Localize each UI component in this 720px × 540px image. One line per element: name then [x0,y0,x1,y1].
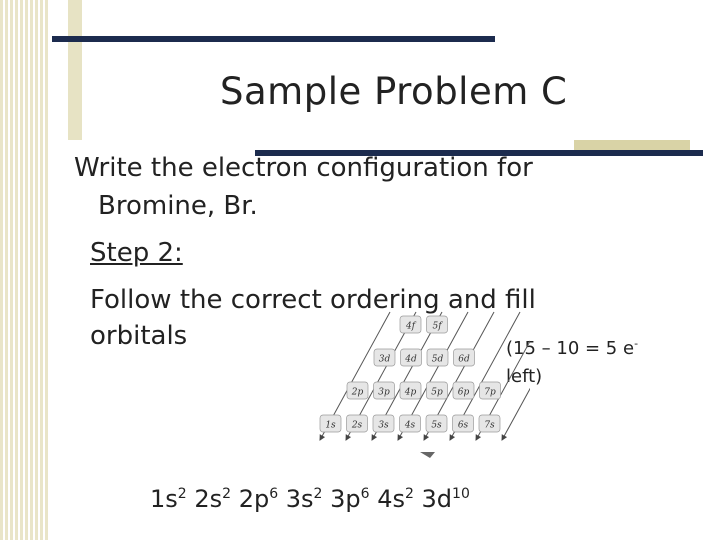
orbital-cell: 5f [426,315,448,334]
orbital-label: 3d [379,355,391,365]
orbital-label: 5s [431,421,442,431]
orbital-cell: 5s [425,414,448,433]
orbital-label: 6d [458,355,470,365]
orbital-label: 4d [404,355,417,365]
orbital-label: 2p [351,388,364,398]
note-text: (15 – 10 = 5 e [506,338,635,359]
orbital-cell: 6d [453,348,475,367]
orbital-cell: 4s [399,414,421,433]
note-text: left) [506,366,543,387]
orbital-label: 3d [421,485,453,513]
orbital-label: 5f [432,322,443,332]
orbital-label: 7p [484,388,496,398]
instruction-line-1: Follow the correct ordering and fill [90,285,536,315]
note-superscript: - [634,337,639,350]
orbital-cell: 5d [426,348,449,367]
orbital-label: 3p [378,388,390,398]
orbital-label: 4s [377,485,405,513]
orbital-label: 2s [351,421,363,431]
orbital-cell: 3d [373,348,396,367]
orbital-cell: 7p [479,381,501,400]
decorative-stripe-panel [0,0,50,540]
configuration-term: 2s2 [194,485,231,513]
slide-title: Sample Problem C [220,70,568,113]
configuration-term: 3s2 [286,485,323,513]
orbital-cell: 7s [478,414,501,433]
configuration-term: 3d10 [422,485,470,513]
orbital-label: 2p [238,485,270,513]
decorative-bar [52,36,495,42]
decorative-bar [255,150,703,156]
orbital-cell: 6p [452,381,475,400]
electron-count: 2 [404,486,414,502]
orbital-label: 3p [330,485,361,513]
prompt-line-2: Bromine, Br. [98,191,258,221]
electron-count: 2 [313,486,323,502]
orbital-label: 4p [404,388,417,398]
orbital-label: 1s [150,485,178,513]
orbital-label: 3s [285,485,314,513]
orbital-cell: 6s [452,414,474,433]
orbital-label: 6s [458,421,469,431]
orbital-cells: 4f 5f 3d 4d 5d 6d 2p 3p 4p 5p 6p 7p 1s 2s 3s 4s 5s 6s 7s [319,315,501,433]
electron-count: 10 [452,486,470,502]
configuration-term: 1s2 [150,485,187,513]
orbital-label: 4f [405,322,417,332]
orbital-cell: 2s [346,414,368,433]
orbital-label: 3s [378,421,389,431]
electron-count: 2 [222,486,232,502]
orbital-label: 4s [404,421,416,431]
orbital-cell: 4p [399,381,422,400]
orbital-cell: 3p [373,381,395,400]
orbital-cell: 3s [372,414,395,433]
prompt-line-1: Write the electron configuration for [74,153,533,183]
electron-count: 6 [269,486,279,502]
orbital-label: 2s [194,485,223,513]
electron-count: 6 [360,486,370,502]
orbital-label: 5p [431,388,443,398]
orbital-label: 5d [432,355,444,365]
orbital-filling-diagram: 4f 5f 3d 4d 5d 6d 2p 3p 4p 5p 6p 7p 1s 2s 3s 4s 5s 6s 7s [319,311,530,458]
orbital-cell: 1s [319,414,342,433]
orbital-cell: 5p [426,381,448,400]
electron-count: 2 [177,486,187,502]
orbital-cell: 2p [346,381,369,400]
filling-arrow [501,387,530,441]
orbital-cell: 4f [399,315,422,334]
configuration-term: 2p6 [239,485,278,513]
orbital-label: 7s [484,421,495,431]
instruction-line-2: orbitals [90,321,188,351]
diagram-pointer [420,452,435,458]
orbital-label: 6p [458,388,470,398]
orbital-cell: 4d [400,348,422,367]
step-label: Step 2: [90,238,183,268]
orbital-label: 1s [325,421,336,431]
configuration-term: 4s2 [377,485,414,513]
electron-configuration: 1s2 2s2 2p6 3s2 3p6 4s2 3d10 [150,485,470,513]
decorative-block [68,0,82,140]
configuration-term: 3p6 [330,485,369,513]
remaining-electrons-note: (15 – 10 = 5 e- left) [506,330,638,391]
